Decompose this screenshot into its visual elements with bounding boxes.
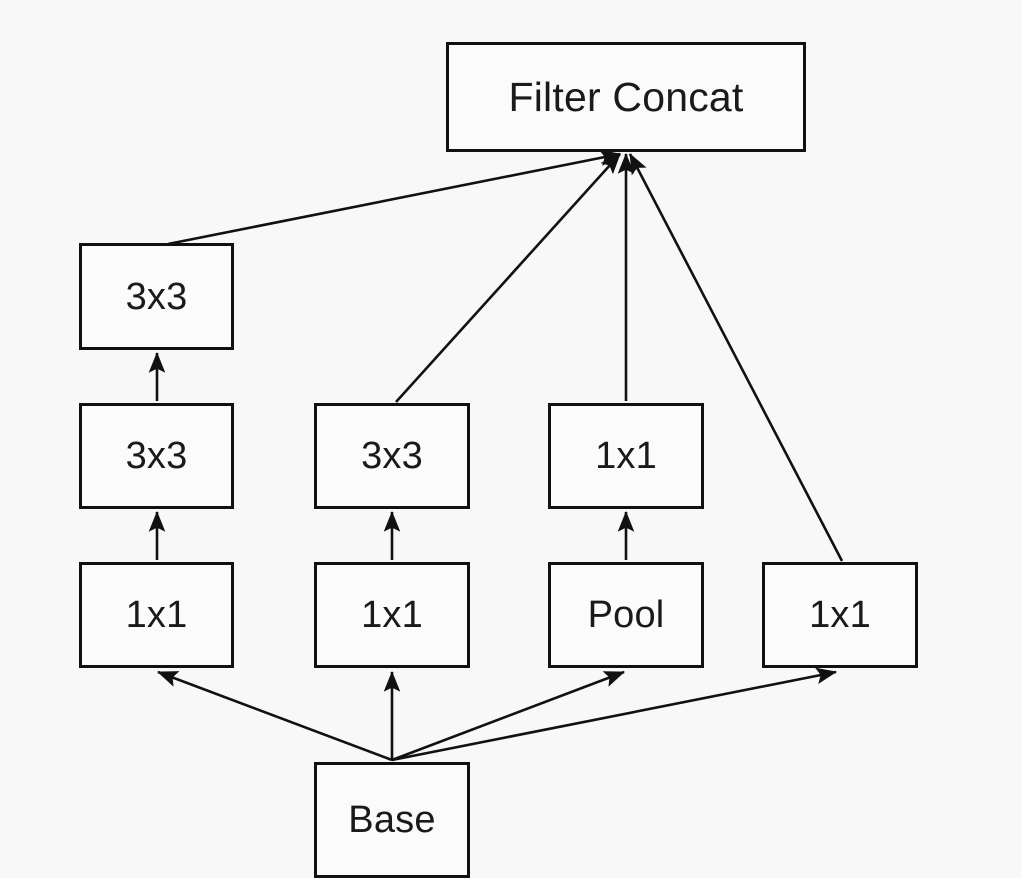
node-left_conv3x3_top[interactable]: 3x3 bbox=[79, 243, 234, 350]
node-label: 1x1 bbox=[595, 435, 657, 477]
node-left_conv1x1_bot[interactable]: 1x1 bbox=[79, 562, 234, 668]
node-mid_conv1x1[interactable]: 1x1 bbox=[314, 562, 470, 668]
node-label: 1x1 bbox=[125, 594, 188, 636]
edge-arrow bbox=[395, 153, 621, 403]
node-label: 1x1 bbox=[809, 594, 871, 636]
edge-arrow bbox=[157, 670, 393, 762]
node-label: 3x3 bbox=[125, 435, 188, 477]
node-filter_concat[interactable]: Filter Concat bbox=[446, 42, 806, 152]
node-label: Filter Concat bbox=[508, 73, 744, 120]
node-label: Pool bbox=[587, 594, 665, 636]
node-mid_conv3x3[interactable]: 3x3 bbox=[314, 403, 470, 509]
node-right_conv1x1[interactable]: 1x1 bbox=[762, 562, 918, 668]
edge-arrow bbox=[628, 153, 844, 562]
node-label: 1x1 bbox=[361, 594, 423, 636]
node-pool[interactable]: Pool bbox=[548, 562, 704, 668]
edge-group bbox=[148, 149, 844, 762]
edge-arrow bbox=[391, 670, 625, 762]
node-pool_conv1x1[interactable]: 1x1 bbox=[548, 403, 704, 509]
node-label: 3x3 bbox=[361, 435, 423, 477]
node-label: 3x3 bbox=[125, 275, 188, 318]
node-base[interactable]: Base bbox=[314, 762, 470, 878]
node-label: Base bbox=[348, 799, 436, 841]
edge-arrow bbox=[167, 149, 622, 246]
edge-arrow bbox=[391, 667, 838, 762]
node-left_conv3x3_mid[interactable]: 3x3 bbox=[79, 403, 234, 509]
